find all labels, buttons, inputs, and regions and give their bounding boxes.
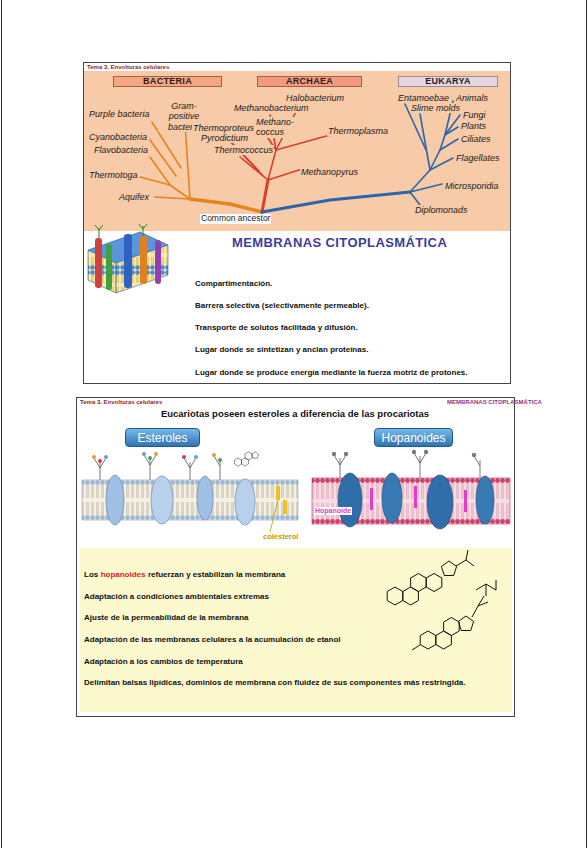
species-label: Ciliates — [460, 134, 492, 144]
bullet-text: Delimitan balsas lipídicas, dominios de … — [84, 678, 465, 687]
bullet-text: hopanoides — [101, 569, 146, 581]
box-label: EUKARYA — [425, 77, 470, 86]
bullet-text: Transporte de solutos facilitada y difus… — [195, 323, 358, 332]
species-label: Flagellates — [455, 153, 501, 163]
domain-bar: ARCHAEA — [257, 76, 362, 87]
domain-bar: BACTERIA — [113, 76, 222, 87]
species-label: Cyanobacteria — [88, 132, 148, 142]
species-label: Microsporidia — [444, 181, 500, 191]
species-label: Thermotoga — [88, 170, 139, 180]
species-label: Methanobacterium — [233, 103, 310, 113]
species-label: Plants — [460, 121, 487, 131]
bullet-text: Compartimentación. — [195, 279, 272, 288]
species-label: Pyrodictium — [200, 133, 249, 143]
box-label: Hopanoides — [381, 432, 445, 444]
bullet-line: Adaptación a condiciones ambientales ext… — [84, 585, 269, 603]
bullet-text: refuerzan y estabilizan la membrana — [148, 569, 285, 581]
root-label: Common ancestor — [200, 214, 271, 224]
bullet-text: Adaptación de las membranas celulares a … — [84, 635, 341, 644]
species-label: Halobacterium — [285, 93, 345, 103]
species-label: Methanopyrus — [300, 167, 359, 177]
bullet-text: Lugar donde se sintetizan y anclan prote… — [195, 345, 368, 354]
bullet-text: Adaptación a condiciones ambientales ext… — [84, 592, 269, 601]
slide-title: Eucariotas poseen esteroles a diferencia… — [120, 409, 470, 420]
heading-button: Hopanoides — [374, 428, 453, 447]
bullet-line: Adaptación a los cambios de temperatura — [84, 650, 243, 668]
species-label: Thermococcus — [213, 145, 274, 155]
species-label: Thermoplasma — [327, 126, 389, 136]
box-label: BACTERIA — [143, 77, 192, 86]
info-panel: Loshopanoidesrefuerzan y estabilizan la … — [80, 548, 512, 712]
heading-button: Esteroles — [125, 428, 200, 447]
molecule-label: colesterol — [262, 533, 299, 542]
species-label: Diplomonads — [414, 205, 469, 215]
molecule-label: Hopanoide — [314, 507, 352, 515]
species-label: Methano-coccus — [255, 117, 297, 138]
box-label: Esteroles — [137, 432, 187, 444]
bullet-text: Ajuste de la permeabilidad de la membran… — [84, 613, 249, 622]
species-label: Flavobacteria — [93, 145, 149, 155]
species-label: Entamoebae — [397, 93, 450, 103]
slide-header: MEMBRANAS CITOPLASMÁTICA — [447, 399, 542, 406]
slide-header: Tema 3. Envolturas celulares — [80, 399, 162, 406]
species-label: Slime molds — [410, 103, 461, 113]
species-label: Thermoproteus — [192, 123, 255, 133]
box-label: ARCHAEA — [286, 77, 333, 86]
bullet-line: Loshopanoidesrefuerzan y estabilizan la … — [84, 563, 285, 581]
bullet-text: Los — [84, 569, 98, 581]
species-label: Purple bacteria — [88, 109, 151, 119]
bullet-text: Adaptación a los cambios de temperatura — [84, 657, 243, 666]
bullet-text: Lugar donde se produce energía mediante … — [195, 368, 468, 377]
species-label: Animals — [455, 93, 489, 103]
bullet-line: Delimitan balsas lipídicas, dominios de … — [84, 671, 504, 689]
species-label: Aquifex — [118, 192, 150, 202]
bullet-text: Barrera selectiva (selectivamente permea… — [195, 301, 369, 310]
bullet-line: Adaptación de las membranas celulares a … — [84, 628, 341, 646]
slide-header: Tema 3. Envolturas celulares — [87, 64, 169, 71]
slide-title: MEMBRANAS CITOPLASMÁTICA — [232, 236, 447, 251]
species-label: Fungi — [462, 110, 487, 120]
bullet-line: Ajuste de la permeabilidad de la membran… — [84, 606, 249, 624]
domain-bar: EUKARYA — [398, 76, 498, 87]
